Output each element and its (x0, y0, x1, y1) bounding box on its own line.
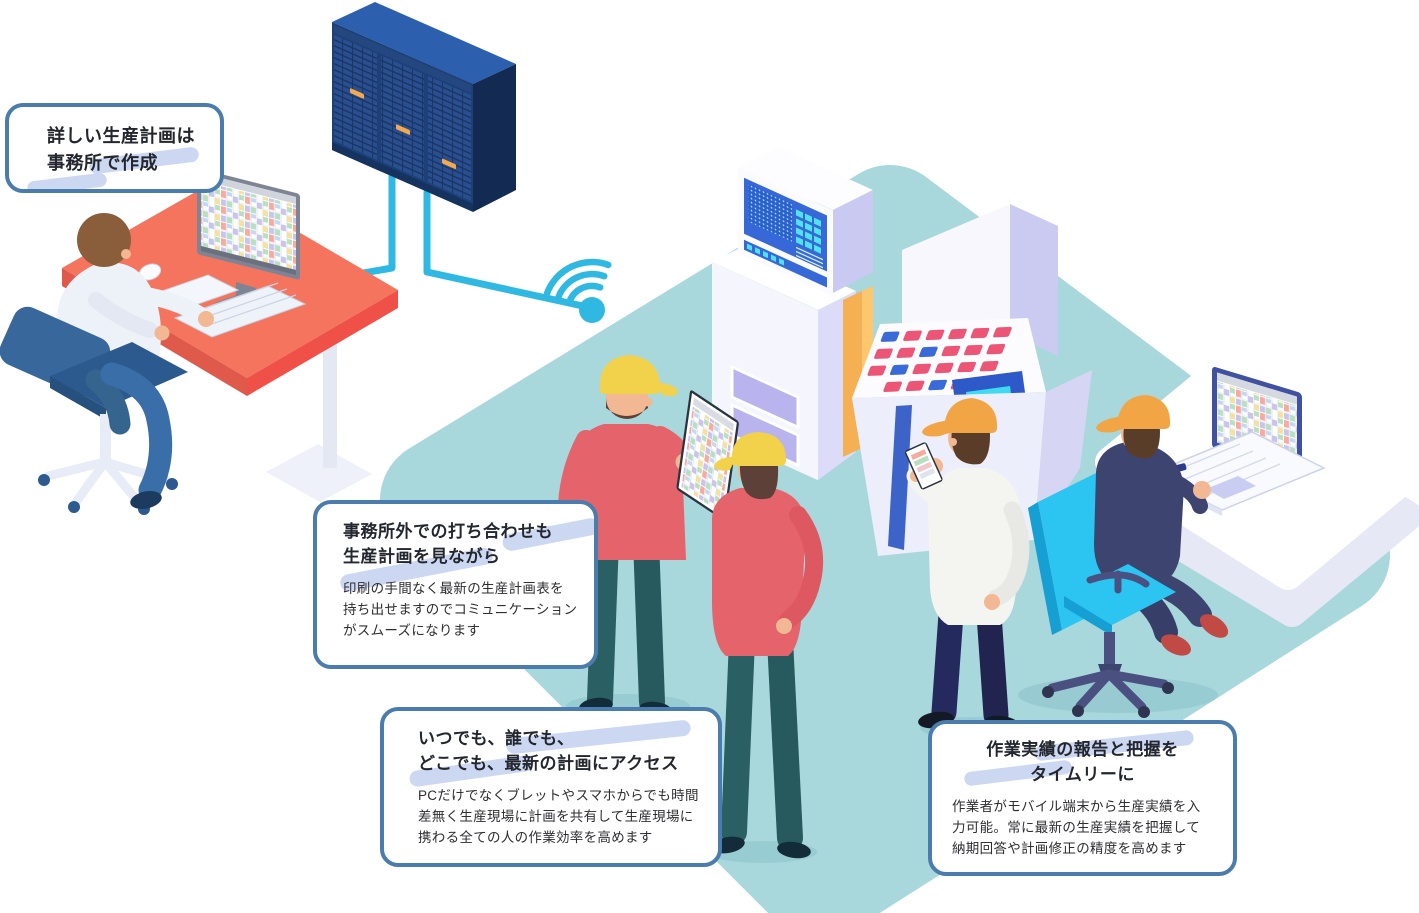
office-worker-legs (85, 362, 173, 509)
callout-title: 作業実績の報告と把握を タイムリーに (986, 740, 1179, 784)
callout-title: 事務所外での打ち合わせも 生産計画を見ながら (343, 522, 553, 566)
wifi-icon (543, 258, 612, 323)
tablet-production-schedule (676, 390, 739, 521)
task-chair-base (1042, 564, 1176, 718)
callout-office-plan: 詳しい生産計画は 事務所で作成 (5, 103, 224, 193)
callout-body: PCだけでなくブレットやスマホからでも時間 差無く生産現場に計画を共有して生産現… (418, 788, 699, 845)
worker-with-smartphone (904, 398, 1030, 733)
callout-timely-reporting: 作業実績の報告と把握を タイムリーに 作業者がモバイル端末から生産実績を入 力可… (928, 720, 1237, 876)
callout-access-anywhere: いつでも、誰でも、 どこでも、最新の計画にアクセス PCだけでなくブレットやスマ… (380, 707, 722, 867)
smartphone (904, 442, 943, 490)
server-rack (332, 2, 516, 212)
worker-with-tablet (558, 355, 739, 719)
callout-title: 詳しい生産計画は 事務所で作成 (47, 126, 195, 173)
callout-body: 作業者がモバイル端末から生産実績を入 力可能。常に最新の生産実績を把握して 納期… (952, 799, 1201, 856)
callout-title: いつでも、誰でも、 どこでも、最新の計画にアクセス (418, 729, 679, 773)
callout-body: 印刷の手間なく最新の生産計画表を 持ち出せますのでコミュニケーション がスムーズ… (343, 581, 578, 638)
worker (711, 432, 824, 859)
callout-meeting-outside: 事務所外での打ち合わせも 生産計画を見ながら 印刷の手間なく最新の生産計画表を … (313, 500, 598, 669)
